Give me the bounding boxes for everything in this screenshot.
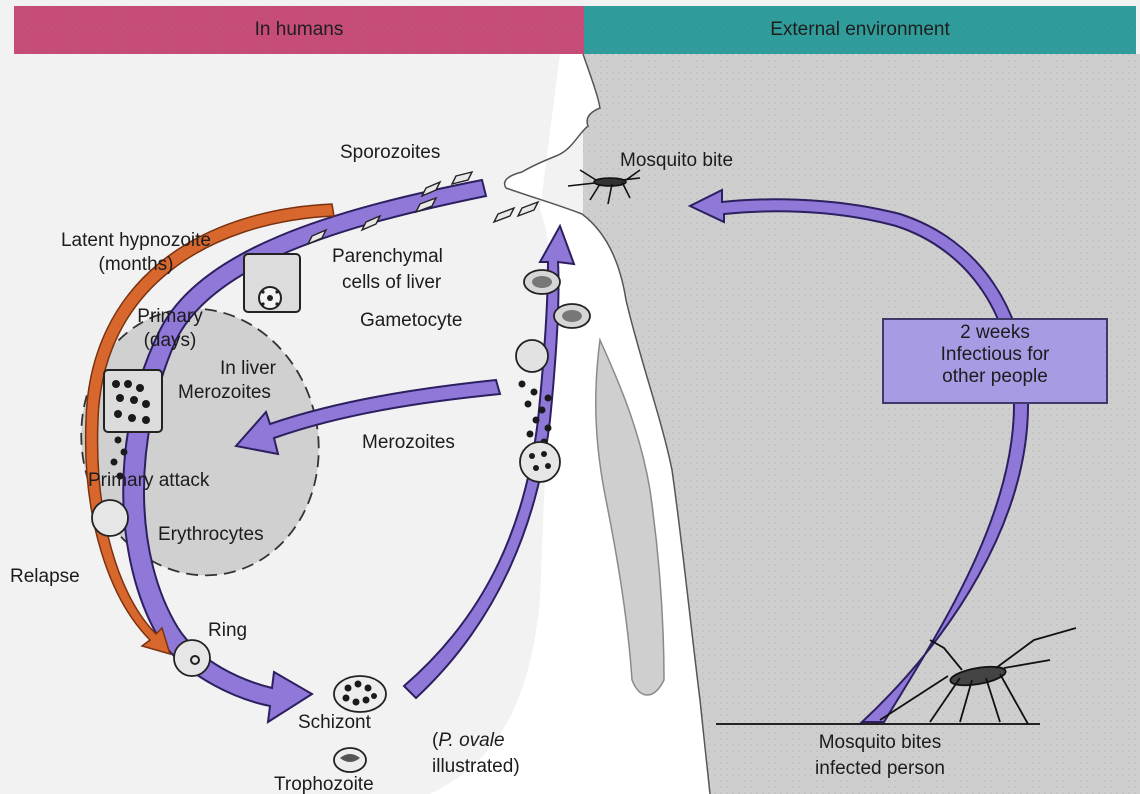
latent-months-label: (months) [20,254,252,276]
mosquito-bite-label: Mosquito bite [620,150,733,172]
infectious-box-line-1: 2 weeks [884,322,1106,344]
primary-days-label: (days) [110,330,230,352]
relapse-label: Relapse [10,566,80,588]
blood-merozoites-label: Merozoites [362,432,455,454]
mosquito-bites-label: Mosquito bites [760,732,1000,754]
infectious-box-line-3: other people [884,366,1106,388]
ovale-illustrated-label: illustrated) [432,756,520,778]
liver-cells-label: cells of liver [342,272,441,294]
ovale-label: (P. ovale [432,730,505,752]
erythrocyte [92,500,128,536]
environment-header: External environment [584,6,1136,54]
infectious-box-line-2: Infectious for [884,344,1106,366]
ovale-species: P. ovale [438,730,504,751]
ring-label: Ring [208,620,247,642]
gametocyte-label: Gametocyte [360,310,462,332]
schizont-label: Schizont [298,712,371,734]
parenchymal-cell [244,254,300,312]
infectious-period-box: 2 weeks Infectious for other people [882,318,1108,404]
trophozoite-label: Trophozoite [274,774,374,794]
latent-hypnozoite-label: Latent hypnozoite [20,230,252,252]
erythrocytes-label: Erythrocytes [158,524,264,546]
infected-erythrocyte [520,442,560,482]
schizont-cell [334,676,386,712]
in-liver-label: In liver [220,358,276,380]
primary-attack-label: Primary attack [88,470,209,492]
parenchymal-label: Parenchymal [332,246,443,268]
ring-cell [174,640,210,676]
infected-person-label: infected person [760,758,1000,780]
humans-header: In humans [14,6,584,54]
liver-merozoites-label: Merozoites [178,382,271,404]
primary-label: Primary [110,306,230,328]
trophozoite-cell [334,748,366,772]
sporozoites-label: Sporozoites [340,142,440,164]
